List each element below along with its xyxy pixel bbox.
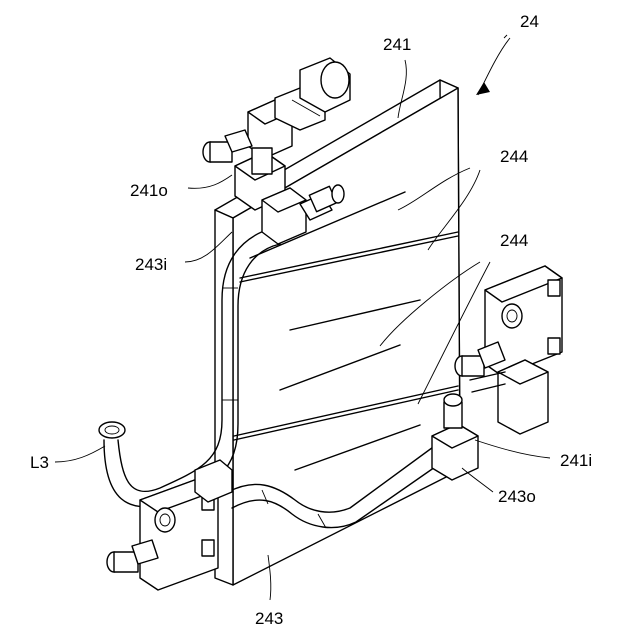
- nipple-upper-left: [203, 130, 252, 162]
- label-assembly: 24: [520, 12, 539, 31]
- label-pipe-inlet: 243i: [135, 255, 167, 274]
- label-grooves-upper: 244: [500, 147, 528, 166]
- label-pipe: 243: [255, 609, 283, 628]
- label-plate: 241: [383, 35, 411, 54]
- top-nut: [275, 58, 350, 130]
- label-pipe-outlet: 243o: [498, 487, 536, 506]
- assembly-arrow: [476, 82, 490, 95]
- label-grooves-lower: 244: [500, 231, 528, 250]
- label-plate-inlet: 241i: [560, 451, 592, 470]
- label-line: L3: [30, 453, 49, 472]
- label-plate-outlet: 241o: [130, 181, 168, 200]
- line-l3-pipe-end: [99, 422, 125, 438]
